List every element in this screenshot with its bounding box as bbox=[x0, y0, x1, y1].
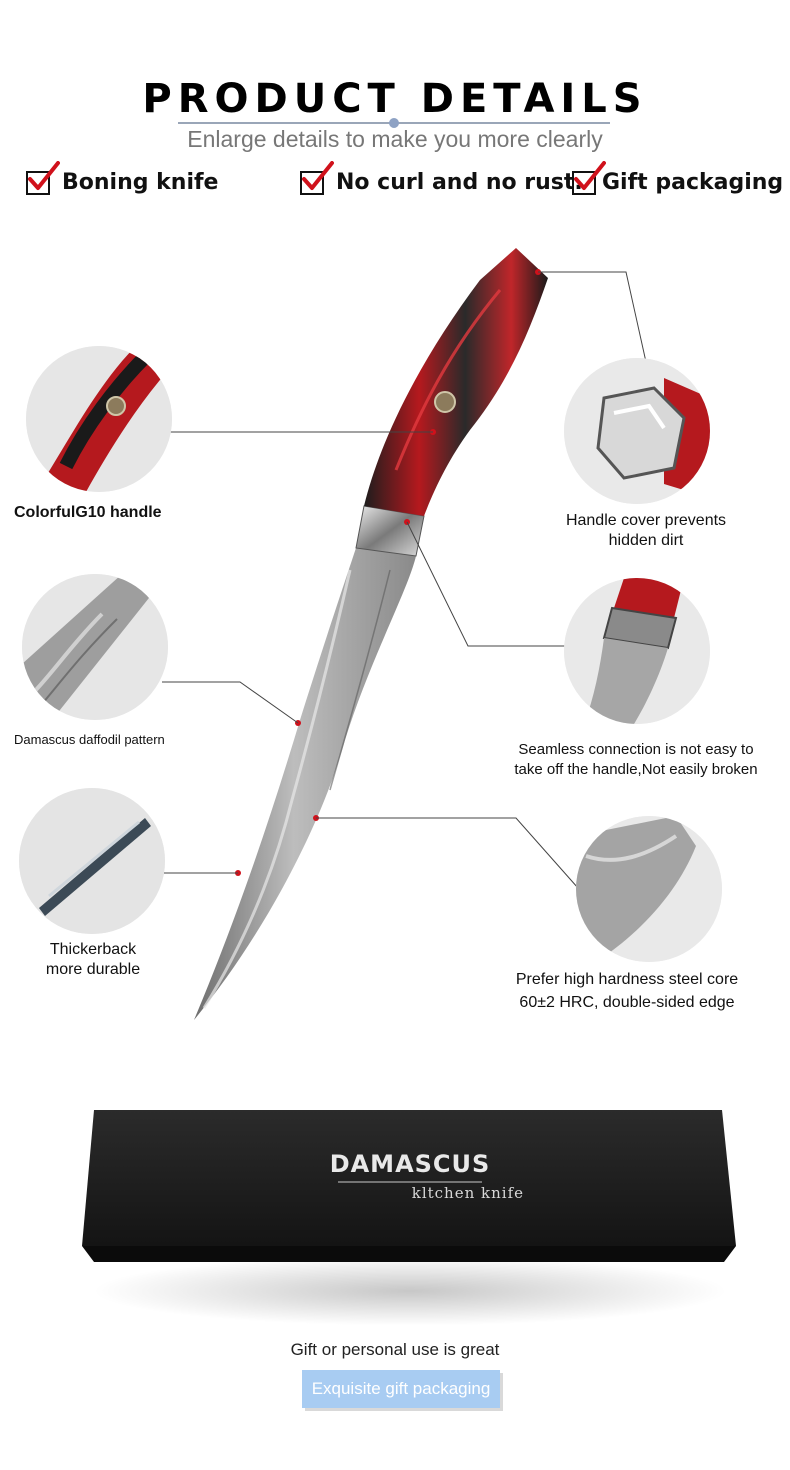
caption-core: Prefer high hardness steel core 60±2 HRC… bbox=[494, 968, 760, 1014]
blade-edge-image bbox=[576, 816, 722, 962]
feature-item-boning-knife: Boning knife bbox=[26, 160, 219, 195]
detail-circle-core bbox=[576, 816, 722, 962]
box-subtitle: kltchen knife bbox=[411, 1184, 524, 1202]
knife-illustration bbox=[162, 248, 647, 1020]
checkmark-icon bbox=[26, 160, 60, 195]
checkmark-icon bbox=[300, 160, 334, 195]
caption-handle-cover: Handle cover prevents hidden dirt bbox=[540, 511, 752, 551]
box-brand: DAMASCUS bbox=[329, 1150, 491, 1178]
caption-back: Thickerback more durable bbox=[18, 940, 168, 980]
caption-pattern: Damascus daffodil pattern bbox=[14, 732, 165, 747]
blade-spine-image bbox=[19, 788, 165, 934]
caption-line: Handle cover prevents bbox=[565, 512, 727, 529]
knife-handle bbox=[364, 248, 548, 516]
detail-circle-handle-cover bbox=[564, 358, 710, 504]
detail-circle-connection bbox=[564, 578, 710, 724]
caption-line: take off the handle,Not easily broken bbox=[514, 761, 758, 778]
caption-line: Thickerback bbox=[49, 941, 137, 958]
caption-line: more durable bbox=[45, 961, 141, 978]
feature-label: No curl and no rust. bbox=[336, 170, 583, 195]
bolster-closeup-image bbox=[564, 578, 710, 724]
detail-circle-pattern bbox=[22, 574, 168, 720]
feature-label: Gift packaging bbox=[602, 170, 784, 195]
feature-item-gift-packaging: Gift packaging bbox=[572, 160, 784, 195]
gift-box-image bbox=[82, 1110, 736, 1262]
caption-line: 60±2 HRC, double-sided edge bbox=[519, 994, 735, 1011]
damascus-pattern-image bbox=[22, 574, 168, 720]
handle-cap-image bbox=[564, 358, 710, 504]
page-title: PRODUCT DETAILS bbox=[142, 76, 648, 122]
caption-line: Prefer high hardness steel core bbox=[515, 971, 739, 988]
checkmark-icon bbox=[572, 160, 606, 195]
gift-caption: Gift or personal use is great bbox=[290, 1340, 500, 1359]
page-subtitle: Enlarge details to make you more clearly bbox=[187, 126, 603, 152]
title-divider-dot bbox=[389, 118, 399, 128]
caption-line: hidden dirt bbox=[608, 532, 684, 549]
detail-circle-handle bbox=[26, 346, 172, 492]
box-shadow bbox=[90, 1256, 730, 1326]
gift-packaging-button[interactable]: Exquisite gift packaging bbox=[302, 1370, 500, 1408]
knife-bolster bbox=[355, 505, 425, 557]
feature-label: Boning knife bbox=[62, 170, 219, 195]
caption-handle: ColorfulG10 handle bbox=[14, 504, 162, 521]
feature-item-no-rust: No curl and no rust. bbox=[300, 160, 583, 195]
handle-closeup-image bbox=[26, 346, 172, 492]
knife-blade bbox=[194, 548, 416, 1020]
detail-circle-back bbox=[19, 788, 165, 934]
caption-connection: Seamless connection is not easy to take … bbox=[494, 740, 778, 780]
caption-line: Seamless connection is not easy to bbox=[518, 741, 754, 758]
